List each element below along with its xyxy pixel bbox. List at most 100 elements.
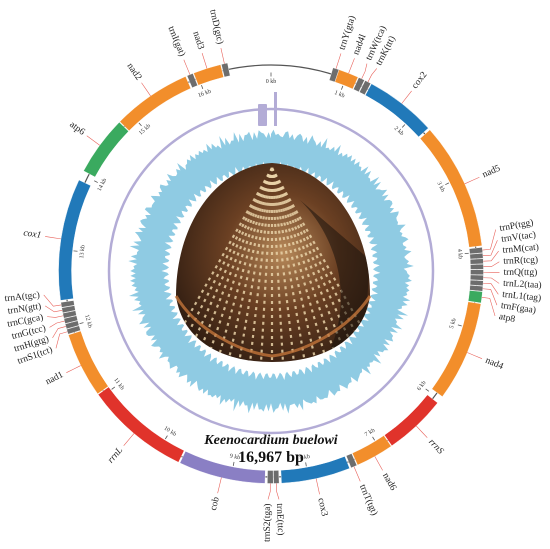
kb-tick-label: 3 kb — [435, 181, 445, 193]
gc-skew-peak — [258, 92, 277, 126]
gene-label: rrnS — [426, 437, 445, 456]
gene-nad2 — [119, 76, 192, 132]
gene-trnl1-tag- — [469, 279, 484, 287]
gene-label: trnL1(tag) — [502, 289, 542, 304]
gene-label: trnN(gtt) — [7, 301, 42, 317]
gene-trns2-tga- — [267, 470, 274, 484]
genome-size: 16,967 bp — [238, 449, 304, 466]
gene-trnh-gtg- — [64, 320, 80, 330]
gene-label: trnF(gaa) — [500, 300, 537, 316]
gene-label: cox3 — [315, 497, 329, 517]
gene-label: trnV(tac) — [501, 229, 537, 245]
gene-rrnl — [97, 386, 185, 463]
gene-trnq-ttg- — [470, 269, 484, 276]
gene-nad6 — [352, 435, 392, 466]
kb-tick-label: 6 kb — [416, 380, 427, 392]
gene-trnd-gtc- — [221, 62, 231, 78]
kb-tick — [425, 388, 430, 392]
gene-trne-ttc- — [273, 470, 280, 484]
gene-label: trnI(gat) — [165, 25, 187, 58]
gene-label: nad1 — [44, 370, 65, 387]
gene-trns1-tct- — [66, 325, 81, 335]
gene-label: trnD(gtc) — [207, 8, 225, 45]
gene-label: trnA(tgc) — [4, 290, 40, 305]
gene-trnr-tcg- — [470, 263, 484, 270]
label-leader — [47, 315, 64, 318]
gene-trnv-tac- — [469, 252, 484, 260]
gene-trnn-gtt- — [61, 305, 76, 314]
gene-features — [58, 62, 484, 484]
gene-trnt-tgt- — [345, 453, 358, 469]
kb-tick — [164, 435, 168, 440]
gene-label: trnR(tcg) — [503, 254, 538, 266]
shell-photo — [174, 163, 372, 362]
kb-tick — [457, 324, 462, 327]
gene-label: trnS2(tga) — [262, 503, 273, 542]
gene-trnf-gaa- — [469, 285, 484, 292]
label-leader — [401, 90, 412, 104]
label-leader — [86, 135, 100, 146]
label-leader — [482, 288, 498, 306]
gene-label: cox2 — [410, 70, 429, 91]
gene-nad1 — [68, 330, 109, 395]
label-leader — [467, 352, 483, 359]
label-leader — [483, 277, 500, 284]
kb-tick — [138, 122, 142, 127]
label-leader — [45, 236, 61, 240]
species-name: Keenocardium buelowi — [203, 433, 338, 448]
gene-label: nad4 — [484, 356, 505, 372]
label-leader — [217, 477, 222, 494]
label-leader — [481, 297, 496, 317]
kb-tick-label: 7 kb — [364, 428, 376, 439]
label-leader — [123, 433, 135, 446]
label-leader — [464, 176, 480, 185]
label-leader — [183, 59, 191, 75]
kb-tick — [341, 85, 344, 90]
kb-tick-label: 2 kb — [393, 126, 405, 138]
label-leader — [201, 53, 208, 69]
gene-trnl2-taa- — [470, 274, 484, 281]
kb-tick — [232, 461, 235, 466]
gene-label: nad5 — [481, 164, 502, 181]
gene-label: trnQ(ttg) — [503, 267, 537, 278]
label-leader — [45, 305, 63, 313]
label-leader — [482, 229, 497, 251]
label-leader — [52, 326, 66, 339]
kb-tick-label: 1 kb — [333, 90, 345, 99]
label-leader — [483, 261, 500, 268]
label-leader — [43, 294, 62, 307]
gene-label: nad6 — [380, 472, 398, 493]
gene-trna-tgc- — [60, 300, 75, 308]
kb-tick-label: 9 kb — [229, 453, 240, 461]
gene-label: trnT(tgt) — [357, 483, 380, 517]
gene-label: nad3 — [190, 30, 205, 51]
gene-label: trnL2(taa) — [503, 278, 542, 291]
kb-tick-label: 15 kb — [138, 123, 152, 136]
kb-tick — [372, 436, 375, 441]
label-leader — [353, 466, 361, 482]
gene-label: trnE(ttc) — [274, 503, 286, 536]
kb-tick-label: 0 kb — [266, 79, 277, 85]
gene-label: cox1 — [23, 228, 42, 241]
kb-tick-label: 12 kb — [83, 314, 92, 329]
kb-ticks: 0 kb1 kb2 kb3 kb4 kb5 kb6 kb7 kb8 kb9 kb… — [73, 72, 469, 467]
gene-nad3 — [193, 64, 224, 86]
label-leader — [482, 240, 498, 257]
kb-tick — [94, 180, 98, 183]
kb-tick — [305, 462, 307, 467]
label-leader — [267, 483, 271, 500]
label-leader — [483, 250, 499, 262]
label-leader — [220, 47, 225, 64]
gene-trnk-ttt- — [359, 80, 372, 96]
label-leader — [315, 478, 320, 495]
kb-tick-label: 11 kb — [112, 377, 125, 391]
kb-tick — [401, 124, 406, 128]
kb-tick-label: 13 kb — [79, 245, 86, 259]
kb-tick-label: 16 kb — [197, 89, 212, 99]
gene-labels: trnY(gta)nad4ltrnW(tca)trnK(ttt)cox2nad5… — [4, 8, 542, 542]
gene-label: rrnL — [106, 446, 125, 466]
label-leader — [374, 456, 383, 471]
label-leader — [335, 53, 342, 69]
gene-label: nad2 — [124, 61, 143, 82]
